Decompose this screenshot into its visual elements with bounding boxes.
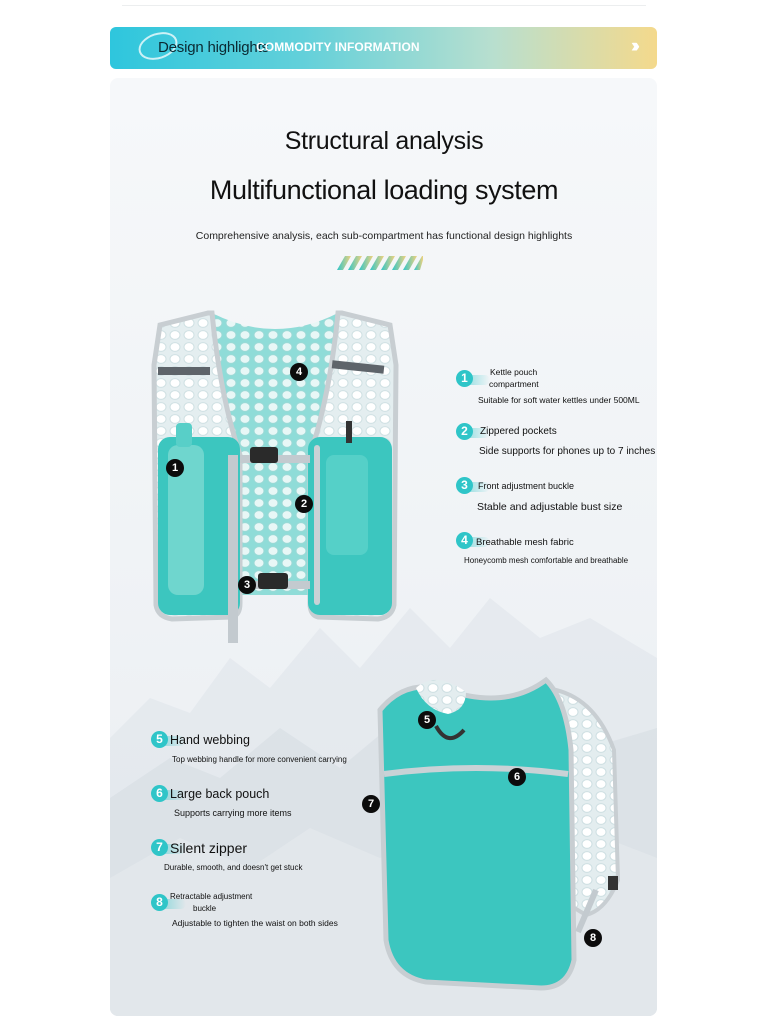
back-marker-5: 5 <box>418 711 436 729</box>
front-marker-4: 4 <box>290 363 308 381</box>
feature-number-badge: 3 <box>456 477 473 494</box>
design-highlights-banner: Design highlights COMMODITY INFORMATION … <box>110 27 657 69</box>
feature-title: Breathable mesh fabric <box>476 537 574 548</box>
feature-description: Adjustable to tighten the waist on both … <box>172 918 338 928</box>
feature-description: Side supports for phones up to 7 inches <box>479 446 656 457</box>
feature-title: Front adjustment buckle <box>478 481 575 491</box>
feature-description: Stable and adjustable bust size <box>477 501 623 513</box>
banner-title: Design highlights <box>158 39 269 56</box>
feature-description: Suitable for soft water kettles under 50… <box>478 395 640 405</box>
front-marker-3: 3 <box>238 576 256 594</box>
feature-description: Supports carrying more items <box>174 808 292 818</box>
section-title: Structural analysis <box>284 127 484 155</box>
back-marker-8: 8 <box>584 929 602 947</box>
front-vest-image <box>151 310 399 643</box>
section-caption: Comprehensive analysis, each sub-compart… <box>195 230 573 242</box>
back-marker-7: 7 <box>362 795 380 813</box>
feature-title: Retractable adjustment <box>170 892 253 901</box>
feature-number-badge: 8 <box>151 894 168 911</box>
back-marker-6: 6 <box>508 768 526 786</box>
double-chevron-right-icon: ››› <box>631 36 640 57</box>
feature-number-badge: 4 <box>456 532 473 549</box>
feature-description: Honeycomb mesh comfortable and breathabl… <box>464 556 629 565</box>
stripe-divider-icon <box>337 256 423 270</box>
feature-title: Large back pouch <box>170 787 270 801</box>
feature-title: Hand webbing <box>170 733 250 747</box>
feature-description: Top webbing handle for more convenient c… <box>172 755 347 764</box>
back-vest-image <box>377 676 621 991</box>
feature-description: Durable, smooth, and doesn't get stuck <box>164 863 303 872</box>
front-marker-1: 1 <box>166 459 184 477</box>
feature-title: Kettle pouch <box>490 367 538 377</box>
feature-number-badge: 5 <box>151 731 168 748</box>
section-heading: Multifunctional loading system <box>209 175 559 205</box>
feature-number-badge: 6 <box>151 785 168 802</box>
top-divider <box>122 0 646 6</box>
feature-number-badge: 1 <box>456 370 473 387</box>
feature-title-line2: compartment <box>489 379 539 389</box>
banner-subtitle: COMMODITY INFORMATION <box>256 40 420 54</box>
feature-title: Zippered pockets <box>480 426 557 437</box>
feature-title-line2: buckle <box>193 904 217 913</box>
feature-title: Silent zipper <box>170 840 248 856</box>
feature-number-badge: 7 <box>151 839 168 856</box>
feature-number-badge: 2 <box>456 423 473 440</box>
front-marker-2: 2 <box>295 495 313 513</box>
